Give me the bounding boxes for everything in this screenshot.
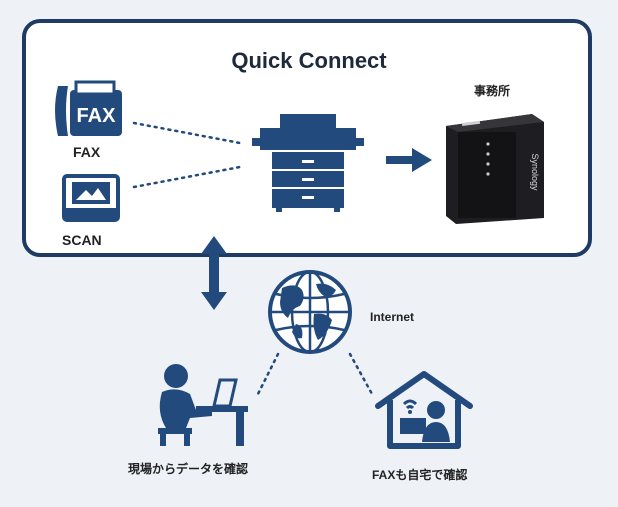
internet-label: Internet bbox=[370, 310, 415, 324]
field-label: 現場からデータを確認 bbox=[128, 462, 249, 476]
fax-icon-text: FAX bbox=[77, 105, 117, 127]
nas-device-icon: Synology bbox=[440, 110, 550, 226]
scanner-icon bbox=[62, 172, 120, 224]
globe-icon bbox=[266, 268, 354, 356]
bidirectional-arrow-icon bbox=[201, 236, 227, 310]
scan-label: SCAN bbox=[62, 232, 102, 248]
multifunction-printer-icon bbox=[252, 112, 364, 212]
fax-label: FAX bbox=[73, 144, 101, 160]
fax-icon: FAX bbox=[50, 80, 130, 142]
person-at-desk-icon bbox=[150, 362, 250, 446]
arrow-right-icon bbox=[386, 148, 432, 172]
globe-connectors bbox=[250, 350, 380, 400]
nas-brand-text: Synology bbox=[530, 153, 540, 191]
panel-title: Quick Connect bbox=[231, 48, 387, 73]
office-label: 事務所 bbox=[474, 84, 511, 98]
house-with-person-icon bbox=[374, 370, 474, 450]
home-label: FAXも自宅で確認 bbox=[372, 468, 468, 482]
fax-connector bbox=[130, 115, 245, 195]
